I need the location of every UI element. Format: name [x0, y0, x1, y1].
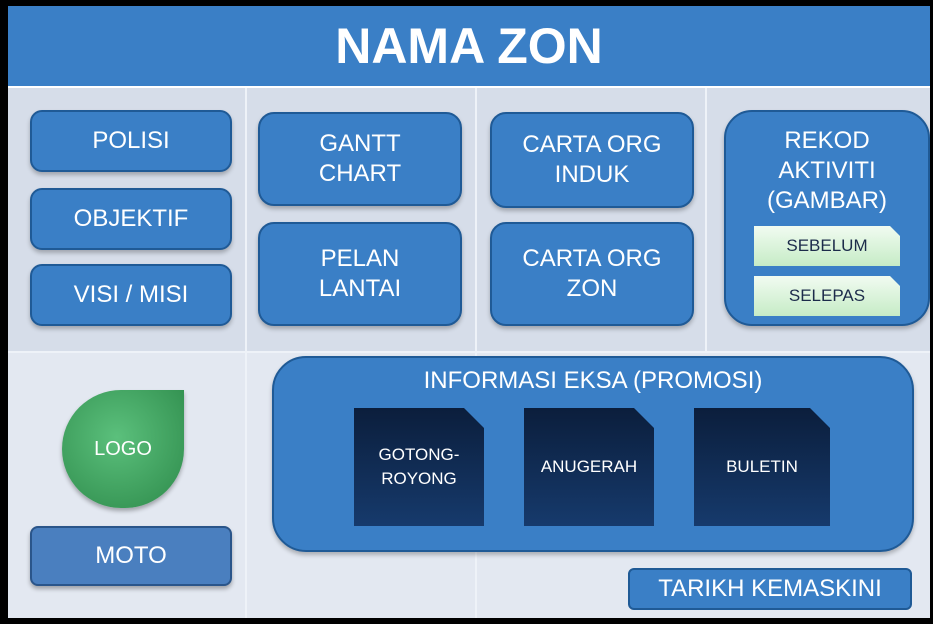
carta-org-induk-label: CARTA ORG INDUK [522, 131, 662, 188]
sebelum-button[interactable]: SEBELUM [754, 226, 900, 266]
gantt-chart-button[interactable]: GANTT CHART [258, 112, 462, 206]
carta-org-induk-button[interactable]: CARTA ORG INDUK [490, 112, 694, 208]
polisi-label: POLISI [92, 127, 170, 154]
anugerah-document[interactable]: ANUGERAH [524, 408, 654, 526]
gantt-chart-label: GANTT CHART [318, 130, 402, 187]
buletin-document[interactable]: BULETIN [694, 408, 830, 526]
informasi-eksa-panel: INFORMASI EKSA (PROMOSI) GOTONG- ROYONG … [272, 356, 914, 552]
grid-line [705, 88, 707, 353]
visi-misi-label: VISI / MISI [73, 281, 189, 308]
pelan-lantai-button[interactable]: PELAN LANTAI [258, 222, 462, 326]
grid-line [475, 88, 477, 618]
grid-line [245, 88, 247, 618]
selepas-button[interactable]: SELEPAS [754, 276, 900, 316]
moto-button[interactable]: MOTO [30, 526, 232, 586]
rekod-aktiviti-title: REKOD AKTIVITI (GAMBAR) [767, 127, 887, 214]
carta-org-zon-button[interactable]: CARTA ORG ZON [490, 222, 694, 326]
visi-misi-button[interactable]: VISI / MISI [30, 264, 232, 326]
grid-line [8, 351, 930, 353]
page-title: NAMA ZON [335, 18, 603, 74]
objektif-button[interactable]: OBJEKTIF [30, 188, 232, 250]
rekod-aktiviti-panel: REKOD AKTIVITI (GAMBAR) SEBELUM SELEPAS [724, 110, 930, 326]
page-header: NAMA ZON [8, 6, 930, 88]
carta-org-zon-label: CARTA ORG ZON [522, 245, 662, 302]
pelan-lantai-label: PELAN LANTAI [318, 245, 402, 302]
polisi-button[interactable]: POLISI [30, 110, 232, 172]
board-frame: NAMA ZON POLISI OBJEKTIF VISI / MISI GAN… [8, 6, 930, 618]
informasi-eksa-title: INFORMASI EKSA (PROMOSI) [423, 367, 763, 394]
objektif-label: OBJEKTIF [73, 205, 189, 232]
gotong-royong-document[interactable]: GOTONG- ROYONG [354, 408, 484, 526]
tarikh-kemaskini-button[interactable]: TARIKH KEMASKINI [628, 568, 912, 610]
logo-placeholder: LOGO [62, 390, 184, 508]
